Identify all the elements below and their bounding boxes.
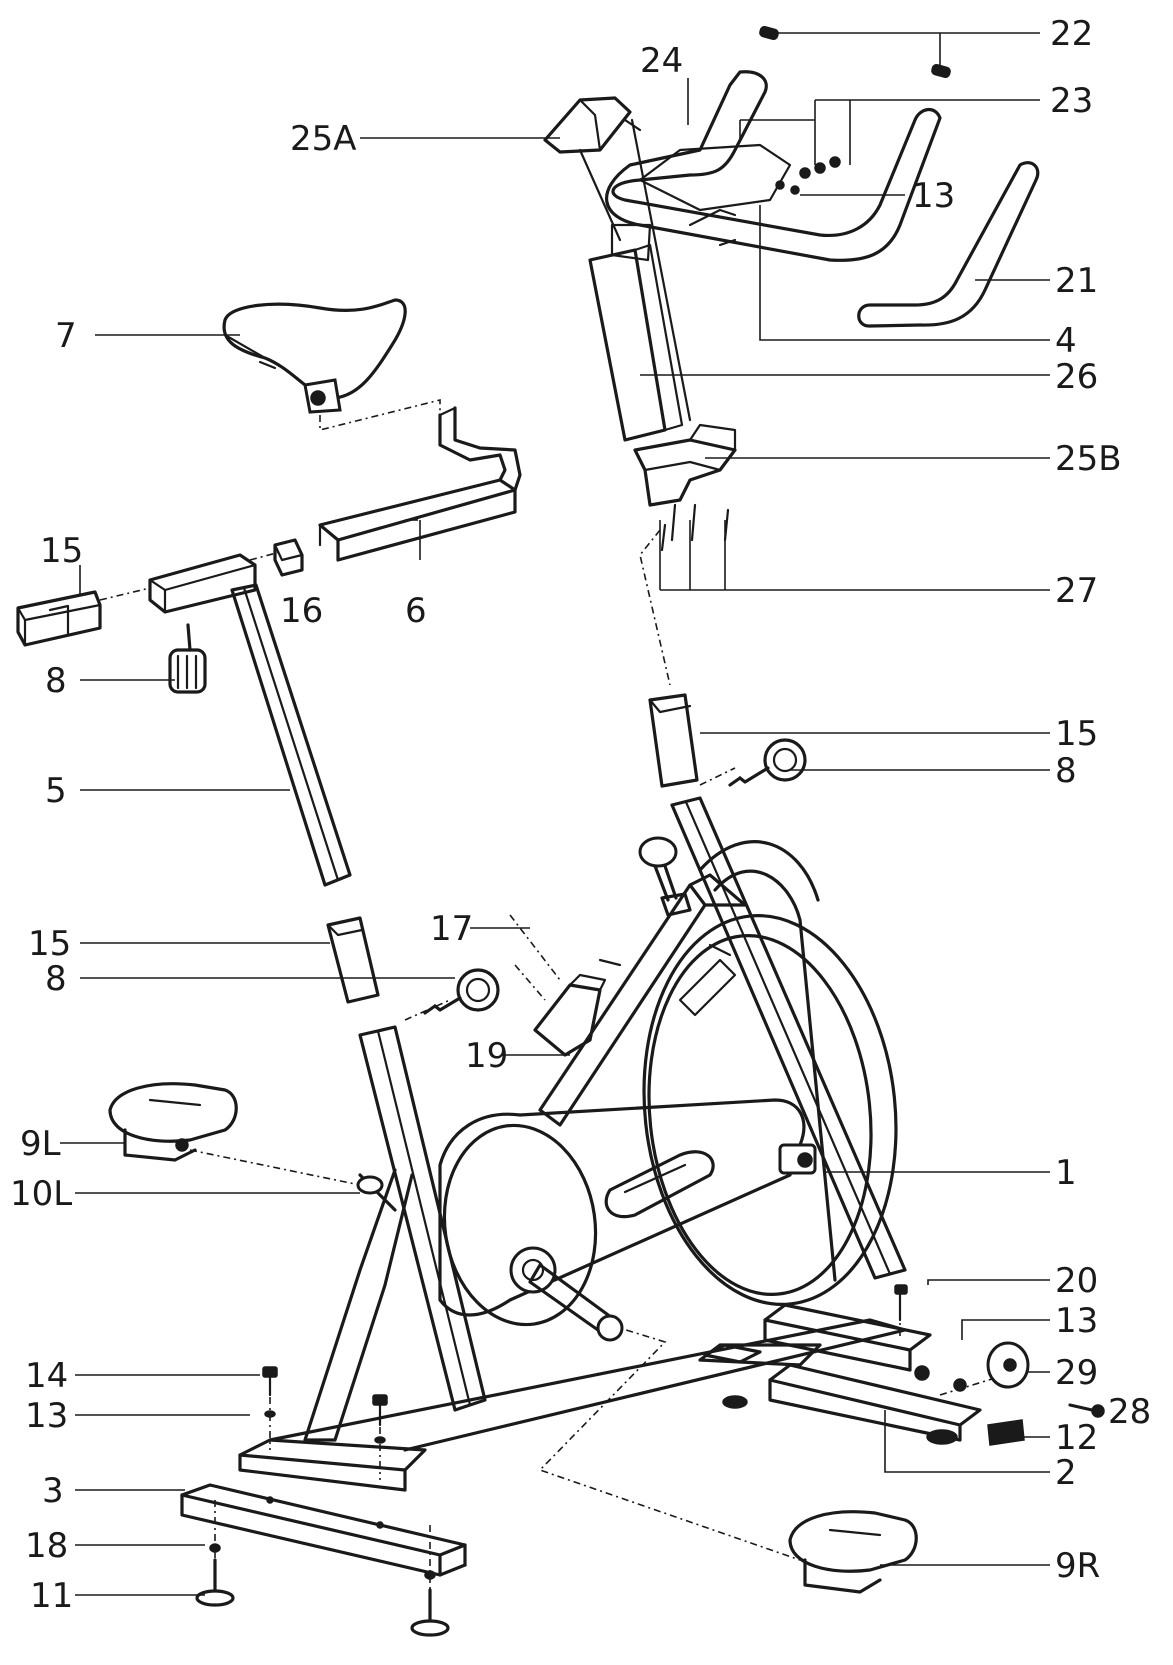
insert-15-front [648, 693, 699, 788]
callout-3: 3 [42, 1471, 64, 1511]
callout-19: 19 [465, 1036, 508, 1076]
callout-14: 14 [25, 1356, 68, 1396]
handlebar-post-26 [578, 118, 737, 442]
callout-26: 26 [1055, 357, 1098, 397]
callout-25a: 25A [290, 119, 357, 159]
callout-29: 29 [1055, 1353, 1098, 1393]
handlebar-clamp-25a [543, 96, 642, 154]
bottle-holder-25b [633, 423, 737, 552]
callout-28: 28 [1108, 1392, 1151, 1432]
callout-16: 16 [280, 591, 323, 631]
callout-24: 24 [640, 41, 683, 81]
callout-8-front: 8 [1055, 751, 1077, 791]
callout-6: 6 [405, 591, 427, 631]
saddle-7 [222, 298, 407, 414]
console-bracket-19 [533, 958, 622, 1057]
callout-13-top: 13 [912, 176, 955, 216]
knob-8-seat [168, 623, 207, 694]
callout-10l: 10L [10, 1174, 72, 1214]
hardware-small [195, 1284, 1105, 1637]
callout-13-front: 13 [1055, 1301, 1098, 1341]
callout-9l: 9L [20, 1124, 61, 1164]
callout-4: 4 [1055, 321, 1077, 361]
callout-2: 2 [1055, 1453, 1077, 1493]
callout-21: 21 [1055, 261, 1098, 301]
end-cap-16 [273, 538, 304, 577]
callout-25b: 25B [1055, 439, 1122, 479]
pedal-9r [788, 1510, 918, 1594]
callout-labels: 22 24 23 25A 13 21 7 4 26 25B 15 16 6 27… [10, 14, 1151, 1616]
front-stabilizer-2 [703, 1303, 982, 1445]
main-frame-1 [238, 796, 907, 1492]
callout-23: 23 [1050, 81, 1093, 121]
brake-knob [638, 836, 692, 917]
leader-lines [60, 32, 1050, 1596]
callout-27: 27 [1055, 571, 1098, 611]
seat-slide-6 [318, 406, 522, 562]
callout-17: 17 [430, 909, 473, 949]
knob-8-front [728, 738, 807, 787]
callout-22: 22 [1050, 14, 1093, 54]
callout-18: 18 [25, 1526, 68, 1566]
callout-8-seat: 8 [45, 661, 67, 701]
callout-11: 11 [30, 1576, 73, 1616]
callout-5: 5 [45, 771, 67, 811]
callout-9r: 9R [1055, 1546, 1100, 1586]
callout-13-rear: 13 [25, 1396, 68, 1436]
callout-7: 7 [55, 316, 77, 356]
insert-15-seat [326, 916, 380, 1004]
callout-8-seat-tube: 8 [45, 959, 67, 999]
callout-15-top: 15 [40, 531, 83, 571]
callout-20: 20 [1055, 1261, 1098, 1301]
callout-1: 1 [1055, 1153, 1077, 1193]
callout-15-seat: 15 [28, 924, 71, 964]
callout-15-front: 15 [1055, 714, 1098, 754]
pedal-9l [108, 1082, 238, 1162]
callout-12: 12 [1055, 1418, 1098, 1458]
seat-post-5 [148, 553, 352, 887]
insert-15-top [16, 590, 102, 647]
rear-stabilizer-3 [180, 1483, 467, 1577]
handlebar-assembly [605, 25, 1040, 328]
knob-8-seat-tube [423, 968, 500, 1015]
